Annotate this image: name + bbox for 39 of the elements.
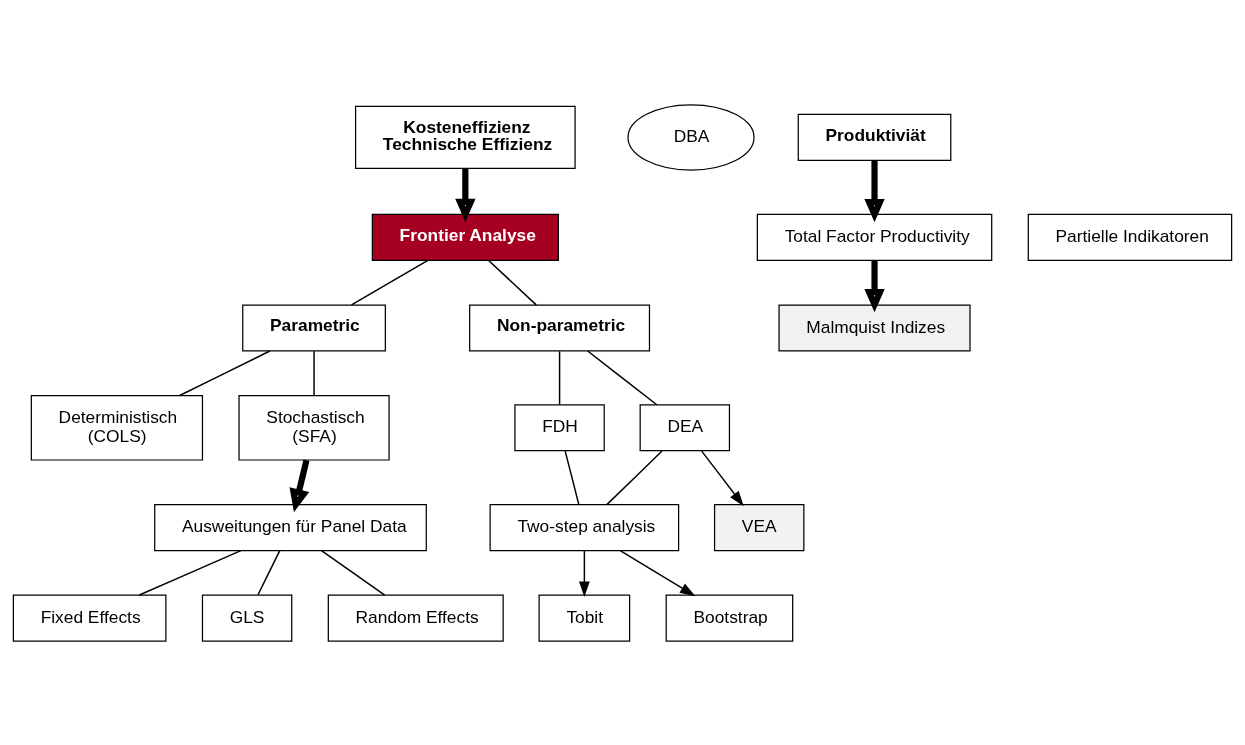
node-box: GLS [201,594,293,642]
arrow [864,259,885,312]
arrow [864,160,885,222]
node-box: Ausweitungen für Panel Data [154,503,427,551]
node-box: Total Factor Productivity [756,213,993,261]
connector [313,350,315,396]
connector [564,449,580,505]
node-box: Two-step analysis [489,503,680,551]
arrow [289,459,310,512]
node-box: Malmquist Indizes [778,303,971,351]
node-box: Parametric [242,303,386,351]
connector [257,549,281,595]
connector [320,549,386,596]
node-box: Frontier Analyse [371,213,559,261]
connector [487,259,537,306]
connector [350,259,429,306]
connector [178,349,271,396]
node-box: Tobit [538,594,631,642]
arrow [578,549,590,597]
arrow [619,549,696,596]
node-box: Kosteneffizienz Technische Effizienz [354,105,576,169]
node-ellipse: DBA [627,103,755,171]
node-box: Deterministisch (COLS) [30,394,204,461]
node-box: Bootstrap [665,594,794,642]
node-box: Stochastisch (SFA) [238,394,390,461]
node-box: VEA [713,503,805,551]
connector [586,349,658,405]
node-box: FDH [514,403,605,451]
connector [558,350,561,405]
node-box: Produktiviät [797,113,952,161]
arrow [455,167,476,222]
node-box: Partielle Indikatoren [1027,213,1233,261]
node-box: Random Effects [327,594,504,642]
node-box: Non-parametric [469,303,651,351]
arrow [700,449,744,506]
node-box: DEA [639,403,731,451]
connector [138,549,242,596]
node-box: Fixed Effects [12,594,167,642]
connector [606,449,663,505]
